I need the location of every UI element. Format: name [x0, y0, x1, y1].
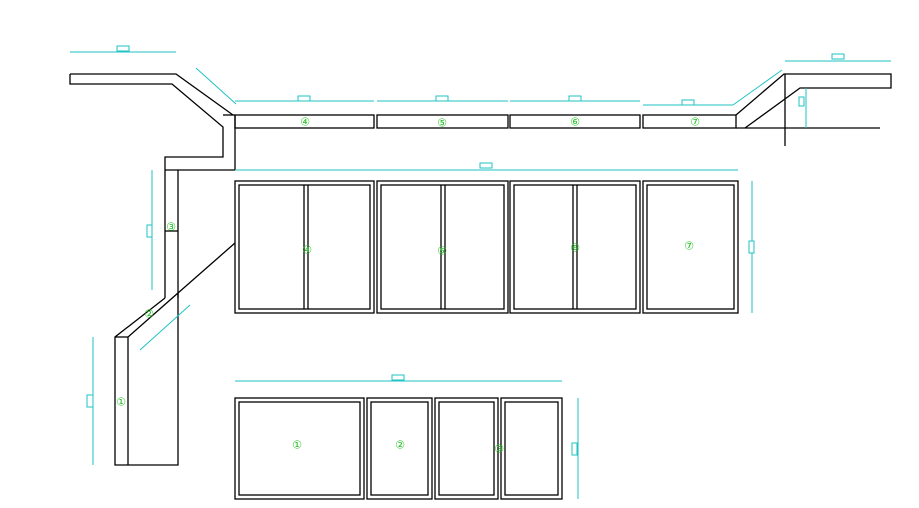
- plan-view: [69, 73, 892, 466]
- side-label: ③: [166, 221, 176, 234]
- plan-label: ⑥: [570, 116, 580, 129]
- plan-label: ⑤: [437, 117, 447, 130]
- lower-elevation: [234, 397, 563, 500]
- front-elevation: [234, 180, 739, 314]
- lower-label: ①: [292, 439, 302, 452]
- front-label: ⑦: [684, 240, 694, 253]
- side-label: ①: [116, 396, 126, 409]
- plan-label: ⑦: [690, 116, 700, 129]
- plan-label: ④: [300, 116, 310, 129]
- part-labels: ④ ⑤ ⑥ ⑦ ③ ② ① ④ ⑤ ⑥ ⑦ ① ② ③: [116, 116, 700, 456]
- dimension-lines: [70, 45, 891, 499]
- front-label: ④: [302, 244, 312, 257]
- front-label: ⑥: [570, 242, 580, 255]
- lower-label: ③: [494, 443, 504, 456]
- front-label: ⑤: [437, 245, 447, 258]
- lower-label: ②: [395, 439, 405, 452]
- side-label: ②: [144, 308, 154, 321]
